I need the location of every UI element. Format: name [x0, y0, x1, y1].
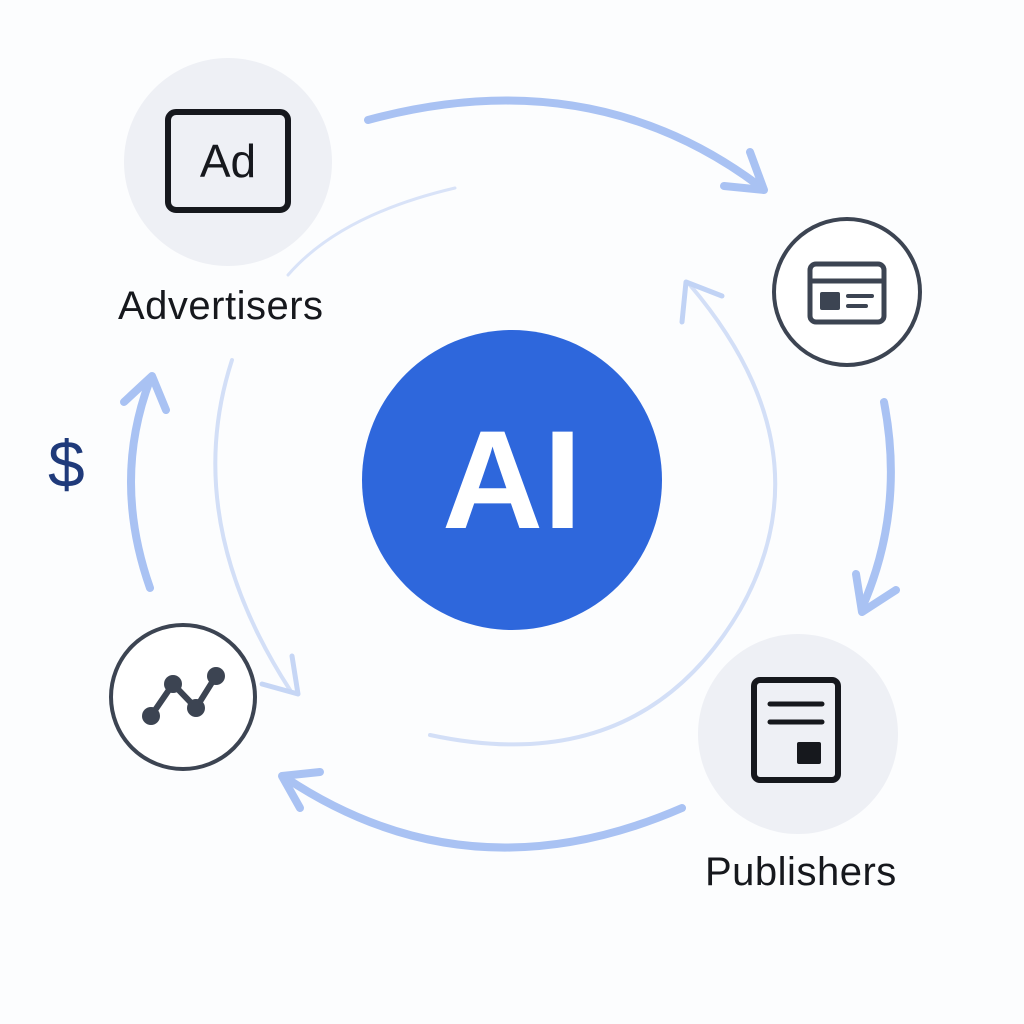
line-chart-icon	[109, 623, 257, 771]
arrow-analytics-to-advertisers	[127, 376, 154, 592]
browser-window-icon	[772, 217, 922, 367]
inner-ring-arrowhead-right	[679, 279, 725, 325]
arrow-publishers-to-analytics	[282, 774, 686, 852]
publishers-label: Publishers	[705, 850, 897, 894]
ai-hub-circle	[362, 330, 662, 630]
inner-ring-arc-top-left	[286, 186, 457, 277]
advertisers-label: Advertisers	[118, 284, 324, 328]
inner-ring-arc-right	[428, 283, 778, 747]
arrow-advertisers-to-web	[364, 96, 762, 189]
inner-ring-arrowhead-left	[259, 653, 301, 697]
arrowhead-advertisers-to-web	[720, 148, 768, 194]
arrowhead-web-to-publishers	[852, 570, 900, 616]
document-icon	[751, 677, 841, 783]
arrow-web-to-publishers	[858, 398, 895, 612]
ad-badge-icon	[165, 109, 291, 213]
ad-badge-icon-text: Ad	[199, 135, 257, 187]
inner-ring-arc-left	[213, 358, 292, 692]
arrowhead-analytics-to-advertisers	[120, 372, 170, 414]
arrowhead-publishers-to-analytics	[278, 768, 324, 812]
dollar-icon: $	[48, 427, 85, 501]
ai-hub-label: AI	[442, 401, 582, 558]
publishers-node-background	[698, 634, 898, 834]
